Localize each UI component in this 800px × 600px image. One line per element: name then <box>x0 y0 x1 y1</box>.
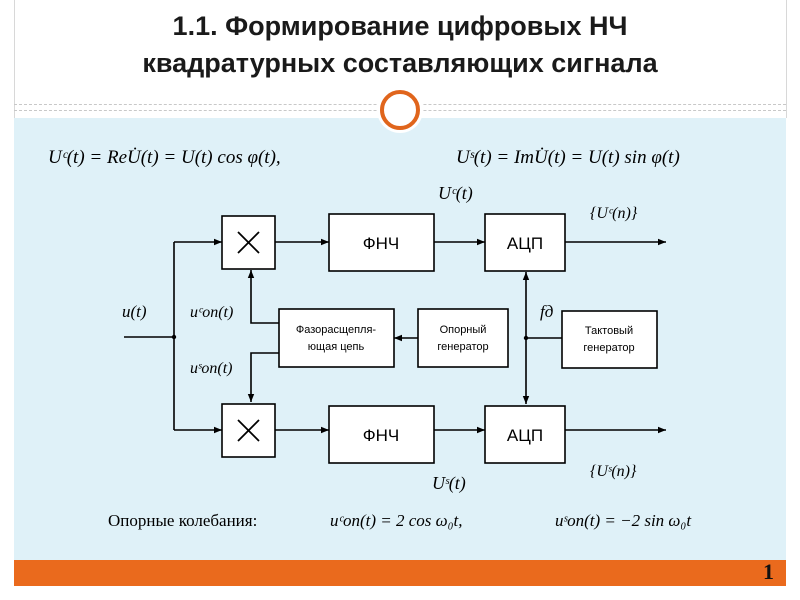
us-digital-output-label: {Uˢ(n)} <box>590 463 637 480</box>
clock-generator-label-line-2: генератор <box>583 342 634 354</box>
slide-title: 1.1. Формирование цифровых НЧ квадратурн… <box>0 8 800 82</box>
junction-dot-input <box>171 334 177 340</box>
decorative-ring-icon <box>380 90 420 130</box>
sample-frequency-label: fд <box>540 302 554 321</box>
slide-title-line-1: 1.1. Формирование цифровых НЧ <box>172 11 628 41</box>
reference-cos-formula: uᶜоп(t) = 2 cos ω₀t, <box>330 511 463 530</box>
reference-generator-label-line-1: Опорный <box>440 324 487 336</box>
wire-splitter-to-mixer-bottom <box>247 352 279 402</box>
title-left-border <box>14 0 15 118</box>
lpf-bottom-block <box>328 405 435 464</box>
uc-digital-output-label: {Uᶜ(n)} <box>590 205 638 222</box>
ref-cos-signal-label: uᶜоп(t) <box>190 304 233 321</box>
page-number: 1 <box>763 559 774 584</box>
mixer-bottom <box>221 403 276 458</box>
footer-accent-bar <box>14 560 786 586</box>
phase-splitter-block <box>278 308 395 368</box>
phase-splitter-label-line-2: ющая цепь <box>308 341 365 353</box>
adc-top-label: АЦП <box>507 234 543 253</box>
adc-bottom-block <box>484 405 566 464</box>
reference-sin-formula: uˢоп(t) = −2 sin ω₀t <box>555 511 692 530</box>
uc-definition-formula: Uᶜ(t) = ReU̇(t) = U(t) cos φ(t), <box>48 146 281 168</box>
adc-top-block <box>484 213 566 272</box>
clock-generator-label-line-1: Тактовый <box>585 325 633 337</box>
slide-title-line-2: квадратурных составляющих сигнала <box>142 48 658 78</box>
title-right-border <box>786 0 787 118</box>
input-signal-label: u(t) <box>122 302 147 321</box>
lpf-top-label: ФНЧ <box>363 234 400 253</box>
reference-generator-label-line-2: генератор <box>437 341 488 353</box>
us-output-label: Uˢ(t) <box>432 473 466 494</box>
adc-bottom-label: АЦП <box>507 426 543 445</box>
phase-splitter-label-line-1: Фазорасщепля- <box>296 324 377 336</box>
uc-output-label: Uᶜ(t) <box>438 183 473 204</box>
junction-dot-clock <box>523 335 529 341</box>
reference-oscillations-label: Опорные колебания: <box>108 511 257 530</box>
mixer-top <box>221 215 276 270</box>
lpf-bottom-label: ФНЧ <box>363 426 400 445</box>
signal-wires <box>124 238 666 434</box>
ref-sin-signal-label: uˢоп(t) <box>190 360 232 377</box>
wire-splitter-to-mixer-top <box>247 270 279 324</box>
reference-generator-block <box>417 308 509 368</box>
clock-generator-block <box>561 310 658 369</box>
us-definition-formula: Uˢ(t) = ImU̇(t) = U(t) sin φ(t) <box>456 146 680 168</box>
lpf-top-block <box>328 213 435 272</box>
